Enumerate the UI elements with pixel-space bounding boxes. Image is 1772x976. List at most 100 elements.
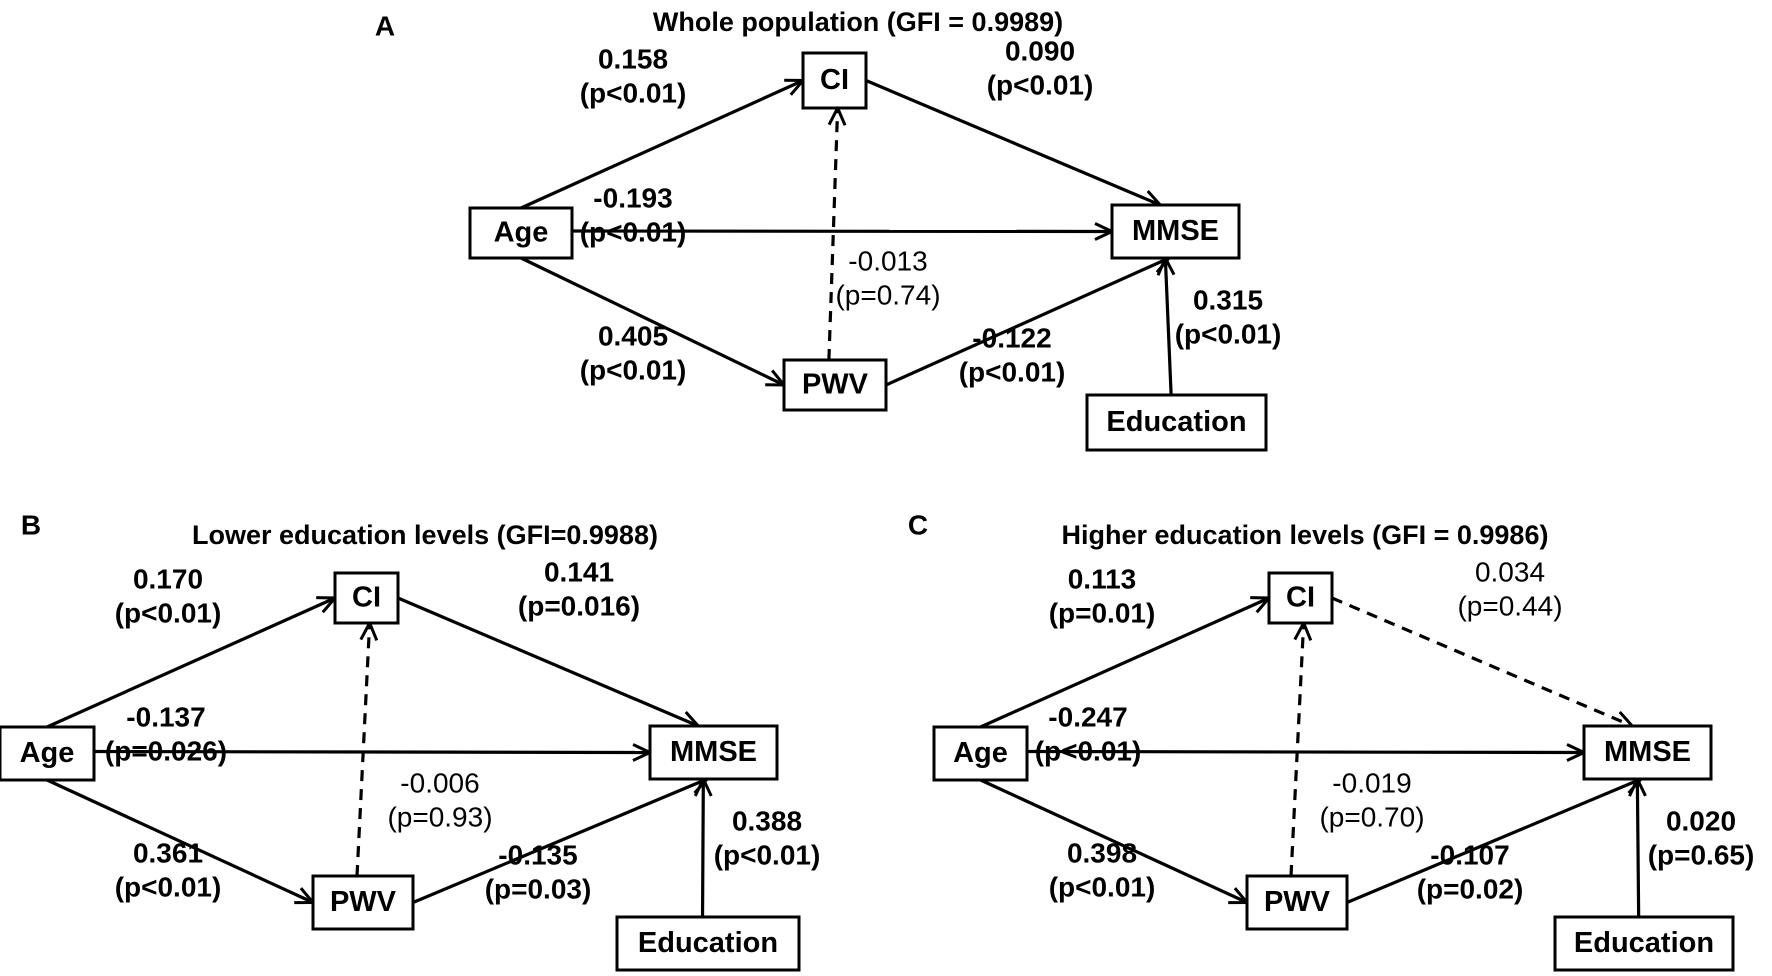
node-box-education xyxy=(1085,393,1268,452)
path-p-value: (p<0.01) xyxy=(714,839,821,870)
node-label-pwv: PWV xyxy=(1264,886,1331,918)
path-arrow-A-pwv-to-mmse xyxy=(885,258,1169,387)
panel-letter-A: A xyxy=(375,10,395,41)
path-arrow-A-pwv-to-ci xyxy=(827,108,838,361)
node-box-education xyxy=(1553,915,1735,972)
path-p-value: (p=0.016) xyxy=(518,590,640,621)
path-coefficient: -0.135 xyxy=(498,839,577,870)
path-arrow-B-age-to-mmse xyxy=(93,752,650,753)
path-coefficient: 0.020 xyxy=(1666,805,1736,836)
path-p-value: (p<0.01) xyxy=(1049,871,1156,902)
path-arrow-C-pwv-to-ci xyxy=(1289,623,1304,877)
path-p-value: (p=0.74) xyxy=(835,279,940,310)
node-label-age: Age xyxy=(494,217,549,249)
panel-letter-B: B xyxy=(21,509,41,540)
path-arrow-B-ci-to-mmse xyxy=(397,596,698,726)
path-arrow-C-age-to-ci xyxy=(979,598,1270,729)
path-p-value: (p<0.01) xyxy=(115,871,222,902)
node-label-mmse: MMSE xyxy=(670,736,757,768)
path-coefficient: -0.013 xyxy=(848,245,927,276)
node-box-age xyxy=(932,725,1029,782)
path-coefficient: 0.388 xyxy=(732,805,802,836)
path-p-value: (p=0.70) xyxy=(1319,801,1424,832)
path-p-value: (p=0.026) xyxy=(105,735,227,766)
path-arrow-C-age-to-pwv xyxy=(979,778,1248,903)
path-coefficient: -0.107 xyxy=(1430,839,1509,870)
path-p-value: (p=0.44) xyxy=(1457,590,1562,621)
path-p-value: (p<0.01) xyxy=(580,77,687,108)
node-box-ci xyxy=(333,571,400,625)
path-coefficient: -0.006 xyxy=(400,767,479,798)
node-label-pwv: PWV xyxy=(330,886,397,918)
path-arrow-C-age-to-mmse xyxy=(1026,752,1584,753)
path-coefficient: 0.361 xyxy=(133,837,203,868)
node-box-education xyxy=(615,915,801,972)
node-box-mmse xyxy=(1110,203,1241,260)
path-p-value: (p=0.65) xyxy=(1648,839,1755,870)
path-arrow-B-pwv-to-ci xyxy=(355,623,370,877)
node-label-education: Education xyxy=(638,927,778,959)
node-label-ci: CI xyxy=(820,64,849,96)
path-coefficient: 0.113 xyxy=(1068,563,1137,594)
path-p-value: (p=0.01) xyxy=(1049,597,1156,628)
node-box-pwv xyxy=(782,358,888,412)
path-coefficient: 0.034 xyxy=(1475,556,1545,587)
path-coefficient: 0.090 xyxy=(1005,35,1075,66)
path-coefficient: -0.247 xyxy=(1048,701,1127,732)
path-coefficient: 0.405 xyxy=(598,320,668,351)
node-label-mmse: MMSE xyxy=(1604,736,1691,768)
path-p-value: (p<0.01) xyxy=(959,356,1066,387)
path-coefficient: -0.019 xyxy=(1332,767,1411,798)
node-box-age xyxy=(468,206,574,260)
node-label-education: Education xyxy=(1574,927,1714,959)
path-p-value: (p<0.01) xyxy=(1035,735,1142,766)
path-arrow-B-pwv-to-mmse xyxy=(412,779,707,904)
path-arrow-C-ci-to-mmse xyxy=(1331,596,1632,726)
node-box-pwv xyxy=(1245,874,1349,931)
node-box-ci xyxy=(1267,571,1334,625)
path-arrow-C-education-to-mmse xyxy=(1637,779,1638,918)
node-box-pwv xyxy=(311,874,415,931)
path-p-value: (p<0.01) xyxy=(580,354,687,385)
path-arrow-B-age-to-pwv xyxy=(46,778,313,903)
panel-title-B: Lower education levels (GFI=0.9988) xyxy=(192,520,658,550)
path-arrow-A-education-to-mmse xyxy=(1165,258,1171,396)
path-arrow-A-age-to-mmse xyxy=(571,231,1112,232)
path-coefficient: 0.170 xyxy=(133,563,203,594)
path-p-value: (p<0.01) xyxy=(987,69,1094,100)
path-p-value: (p=0.03) xyxy=(485,873,592,904)
node-label-age: Age xyxy=(953,737,1008,769)
path-arrow-C-pwv-to-mmse xyxy=(1346,779,1641,904)
path-p-value: (p=0.93) xyxy=(387,801,492,832)
panel-title-A: Whole population (GFI = 0.9989) xyxy=(653,7,1063,37)
path-coefficient: 0.158 xyxy=(598,43,668,74)
path-coefficient: 0.398 xyxy=(1067,837,1137,868)
node-label-age: Age xyxy=(20,737,75,769)
node-label-ci: CI xyxy=(352,582,381,614)
node-box-mmse xyxy=(648,724,779,781)
panel-letter-C: C xyxy=(908,509,928,540)
path-coefficient: -0.193 xyxy=(593,182,672,213)
node-box-mmse xyxy=(1582,724,1713,781)
path-p-value: (p<0.01) xyxy=(580,216,687,247)
path-coefficient: -0.137 xyxy=(126,701,205,732)
path-arrow-B-education-to-mmse xyxy=(703,779,704,918)
path-p-value: (p=0.02) xyxy=(1417,873,1524,904)
node-box-age xyxy=(0,725,96,782)
path-arrow-A-ci-to-mmse xyxy=(865,79,1160,206)
node-label-pwv: PWV xyxy=(802,369,869,401)
path-coefficient: -0.122 xyxy=(972,322,1051,353)
path-arrow-A-age-to-pwv xyxy=(520,256,784,385)
panel-title-C: Higher education levels (GFI = 0.9986) xyxy=(1062,520,1549,550)
path-p-value: (p<0.01) xyxy=(1175,318,1282,349)
node-label-ci: CI xyxy=(1286,582,1315,614)
path-p-value: (p<0.01) xyxy=(115,597,222,628)
path-coefficient: 0.315 xyxy=(1193,284,1263,315)
path-coefficient: 0.141 xyxy=(544,556,614,587)
path-arrow-A-age-to-ci xyxy=(520,81,803,210)
node-box-ci xyxy=(801,51,868,110)
node-label-education: Education xyxy=(1106,406,1246,438)
node-label-mmse: MMSE xyxy=(1132,215,1219,247)
path-arrow-B-age-to-ci xyxy=(46,598,335,729)
